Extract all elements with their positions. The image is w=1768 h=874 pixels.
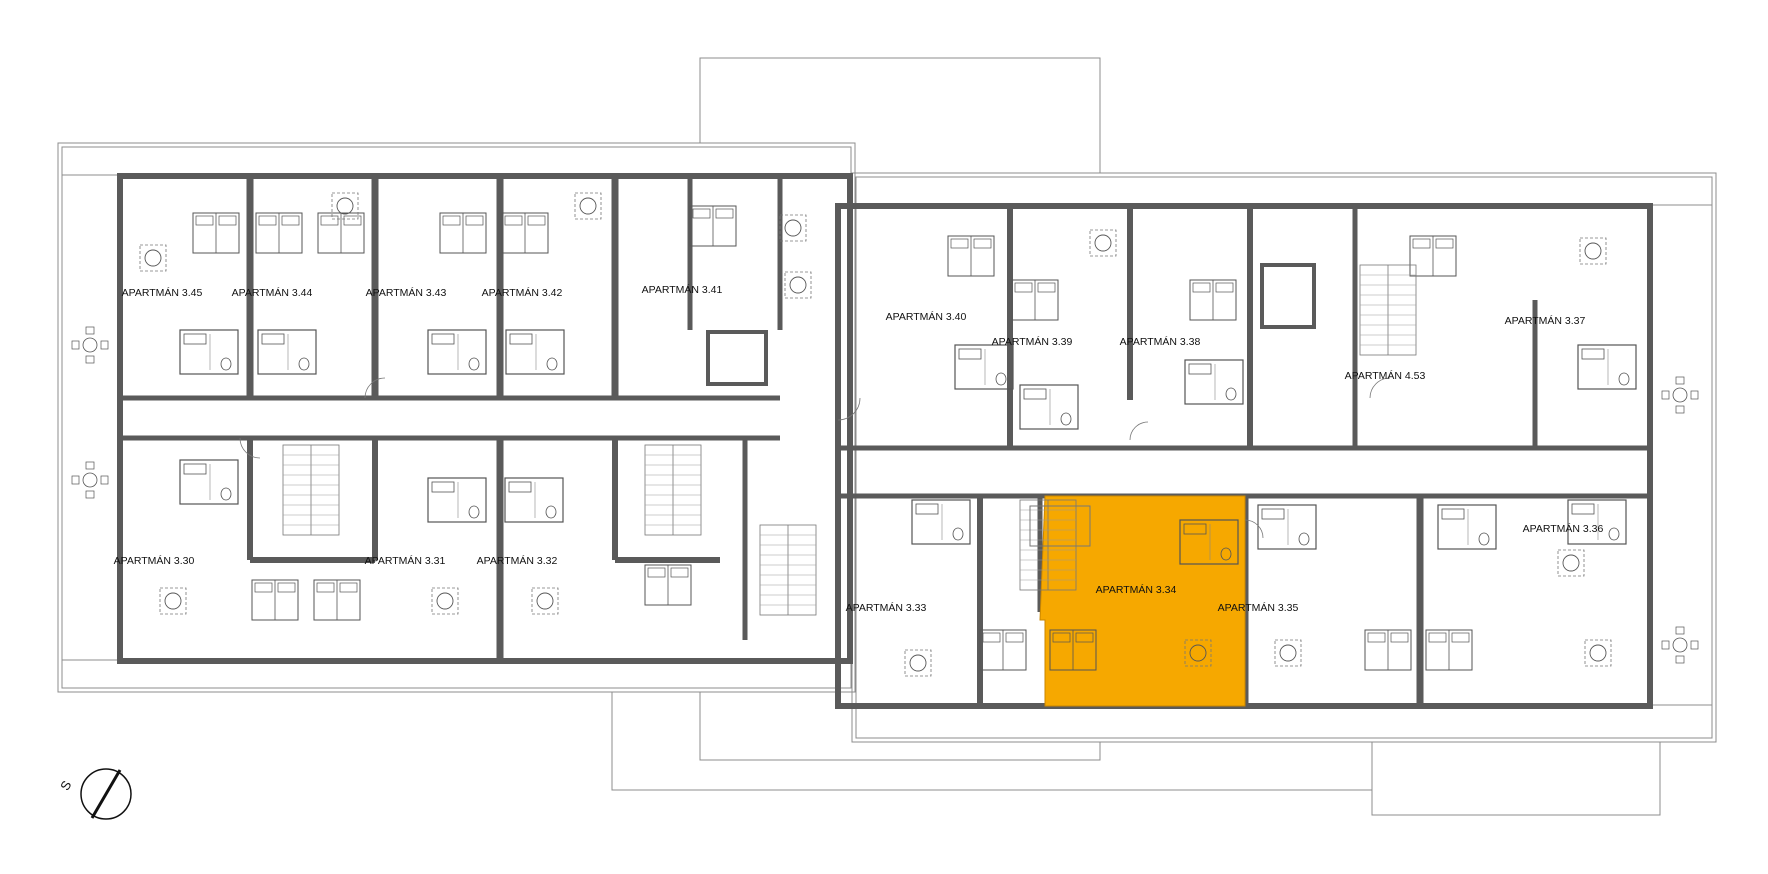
unit-label-3-37: APARTMÁN 3.37 <box>1505 314 1586 327</box>
terrace-outlines <box>57 57 1717 816</box>
unit-label-3-32: APARTMÁN 3.32 <box>477 554 558 567</box>
unit-label-3-34: APARTMÁN 3.34 <box>1096 583 1177 596</box>
unit-label-3-42: APARTMÁN 3.42 <box>482 286 563 299</box>
north-arrow-label: S <box>57 778 74 793</box>
unit-label-3-33: APARTMÁN 3.33 <box>846 601 927 614</box>
stairs-and-elevators <box>282 263 1417 616</box>
apartment-labels: APARTMÁN 3.45 APARTMÁN 3.44 APARTMÁN 3.4… <box>114 283 1604 614</box>
unit-label-3-40: APARTMÁN 3.40 <box>886 310 967 323</box>
unit-label-3-38: APARTMÁN 3.38 <box>1120 335 1201 348</box>
unit-label-3-44: APARTMÁN 3.44 <box>232 286 313 299</box>
door-swings <box>239 377 1391 539</box>
unit-label-3-41: APARTMÁN 3.41 <box>642 283 723 296</box>
unit-label-3-31: APARTMÁN 3.31 <box>365 554 446 567</box>
unit-label-3-45: APARTMÁN 3.45 <box>122 286 203 299</box>
north-arrow: S <box>57 768 132 820</box>
unit-label-3-35: APARTMÁN 3.35 <box>1218 601 1299 614</box>
unit-label-3-30: APARTMÁN 3.30 <box>114 554 195 567</box>
highlighted-apartment-3-34 <box>1039 495 1246 707</box>
unit-label-3-43: APARTMÁN 3.43 <box>366 286 447 299</box>
north-arrow-icon <box>80 768 132 820</box>
unit-label-3-39: APARTMÁN 3.39 <box>992 335 1073 348</box>
unit-label-3-36: APARTMÁN 3.36 <box>1523 522 1604 535</box>
unit-label-4-53: APARTMÁN 4.53 <box>1345 369 1426 382</box>
building-walls <box>117 173 1653 709</box>
